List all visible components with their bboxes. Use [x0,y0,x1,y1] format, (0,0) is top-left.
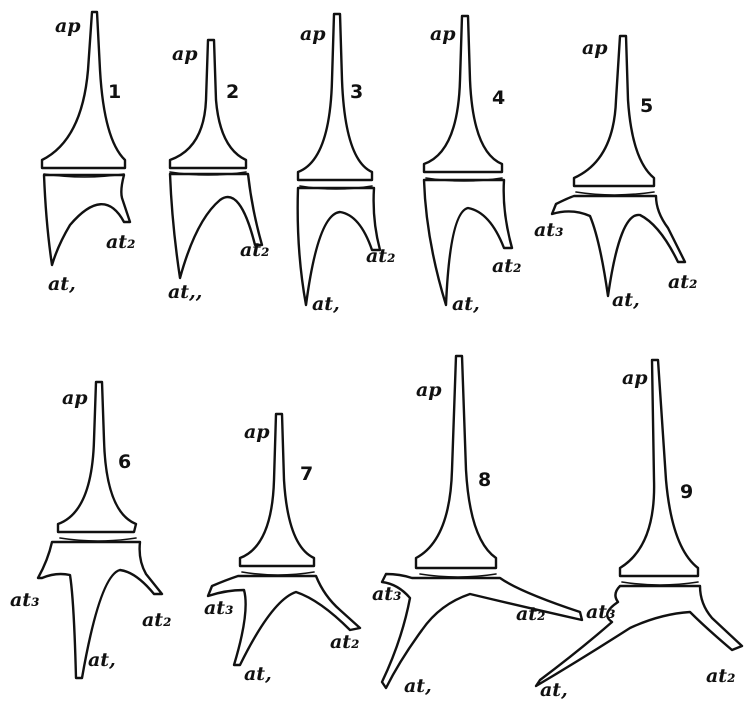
figure-6-at1-label: at, [88,649,116,671]
figure-8-at3-label: at₃ [372,583,401,605]
figure-8-at2-label: at₂ [516,603,545,625]
figure-9-apical-spine [620,360,698,576]
figure-6-ap-label: ap [62,387,88,409]
figure-7-suture [242,572,314,575]
figure-5-number: 5 [640,95,653,117]
figure-4-number: 4 [492,87,505,109]
figure-8-suture [420,574,496,577]
figure-5-suture [576,192,654,195]
figure-6-number: 6 [118,451,131,473]
figure-2-at1-label: at,, [168,281,202,303]
figure-3-number: 3 [350,81,363,103]
figure-2-at2-label: at₂ [240,239,269,261]
figure-4-antapical-body [424,180,512,305]
figure-2-ap-label: ap [172,43,198,65]
figure-8: ap 8 at₃ at₂ at, [372,356,582,697]
figure-9-suture [622,582,698,585]
figure-7-at1-label: at, [244,663,272,685]
figure-3-ap-label: ap [300,23,326,45]
figure-7: ap 7 at₃ at₂ at, [204,414,360,685]
figure-8-number: 8 [478,469,491,491]
figure-5: ap 5 at₃ at₂ at, [534,36,697,311]
figure-9-at3-label: at₃ [586,601,615,623]
figure-3: ap 3 at₂ at, [298,14,396,315]
figure-4-ap-label: ap [430,23,456,45]
figure-5-at3-label: at₃ [534,219,563,241]
figure-5-antapical-body [552,196,685,296]
figure-9-number: 9 [680,481,693,503]
figure-8-at1-label: at, [404,675,432,697]
figure-8-ap-label: ap [416,379,442,401]
figure-6-suture [60,538,136,541]
figure-4-at1-label: at, [452,293,480,315]
figure-7-at2-label: at₂ [330,631,359,653]
figure-7-at3-label: at₃ [204,597,233,619]
figure-3-at1-label: at, [312,293,340,315]
figure-4-at2-label: at₂ [492,255,521,277]
figure-9-at2-label: at₂ [706,665,735,687]
figure-1-at2-label: at₂ [106,231,135,253]
figure-5-at1-label: at, [612,289,640,311]
figure-7-number: 7 [300,463,313,485]
figure-9: ap 9 at₃ at₂ at, [536,360,742,701]
figure-1-ap-label: ap [55,15,81,37]
figure-2: ap 2 at₂ at,, [168,40,269,303]
figure-2-number: 2 [226,81,239,103]
figure-6: ap 6 at₃ at₂ at, [10,382,171,678]
figure-9-at1-label: at, [540,679,568,701]
figure-5-at2-label: at₂ [668,271,697,293]
figure-4: ap 4 at₂ at, [424,16,521,315]
figure-5-ap-label: ap [582,37,608,59]
figure-2-antapical-body [170,174,262,278]
figure-6-at3-label: at₃ [10,589,39,611]
figure-6-at2-label: at₂ [142,609,171,631]
figure-9-ap-label: ap [622,367,648,389]
figure-1-at1-label: at, [48,273,76,295]
figure-3-at2-label: at₂ [366,245,395,267]
figure-1-number: 1 [108,81,121,103]
figure-7-ap-label: ap [244,421,270,443]
figure-1: ap 1 at₂ at, [42,12,135,295]
